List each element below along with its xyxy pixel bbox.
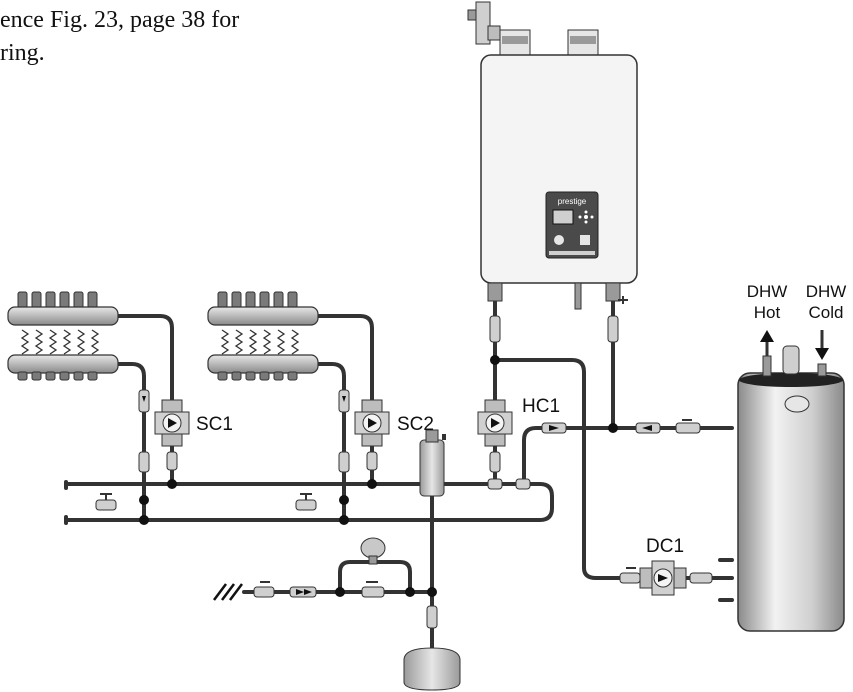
pump-hc1-icon (477, 399, 513, 447)
pump-sc2-icon (354, 399, 390, 447)
boiler-unit: prestige (467, 1, 638, 310)
dhw-hot-arrow-icon (760, 330, 774, 356)
junction-dots (139, 355, 618, 597)
zone-sc2-piping (316, 314, 374, 522)
fill-break-icon (213, 583, 243, 601)
info-icon (554, 235, 564, 245)
caption-line-2: ring. (0, 40, 45, 66)
boiler-control-panel: prestige (545, 191, 599, 259)
dhw-cold-arrow-icon (815, 330, 829, 360)
valve-handles (100, 419, 692, 583)
label-dhw-hot-line2: Hot (754, 303, 781, 322)
valve-symbols (95, 315, 713, 629)
fill-expansion-piping (242, 482, 434, 652)
label-dc1: DC1 (646, 536, 684, 557)
pump-dc1-icon (639, 560, 687, 596)
boiler-brand: prestige (558, 197, 587, 206)
reset-icon (580, 235, 590, 245)
label-sc2: SC2 (397, 414, 434, 435)
label-hc1: HC1 (522, 396, 560, 417)
flow-arrows (142, 396, 652, 595)
caption-line-1: ence Fig. 23, page 38 for (0, 7, 239, 33)
label-dhw-hot-line1: DHW (747, 282, 788, 301)
pump-sc1-icon (154, 399, 190, 447)
label-dhw-cold-line2: Cold (809, 303, 844, 322)
dhw-indirect-tank (737, 345, 845, 632)
manifold-zone-1 (7, 291, 119, 381)
air-vent-icon (467, 1, 501, 45)
dhw-connections (718, 558, 734, 602)
air-separator-icon (419, 429, 446, 497)
primary-loop (64, 480, 554, 525)
label-dhw-cold-line1: DHW (806, 282, 847, 301)
expansion-tank-icon (403, 647, 461, 691)
manifold-zone-2 (207, 291, 319, 381)
label-sc1: SC1 (196, 414, 233, 435)
zone-sc1-piping (116, 314, 174, 522)
pressure-reducing-valve-icon (360, 537, 386, 565)
